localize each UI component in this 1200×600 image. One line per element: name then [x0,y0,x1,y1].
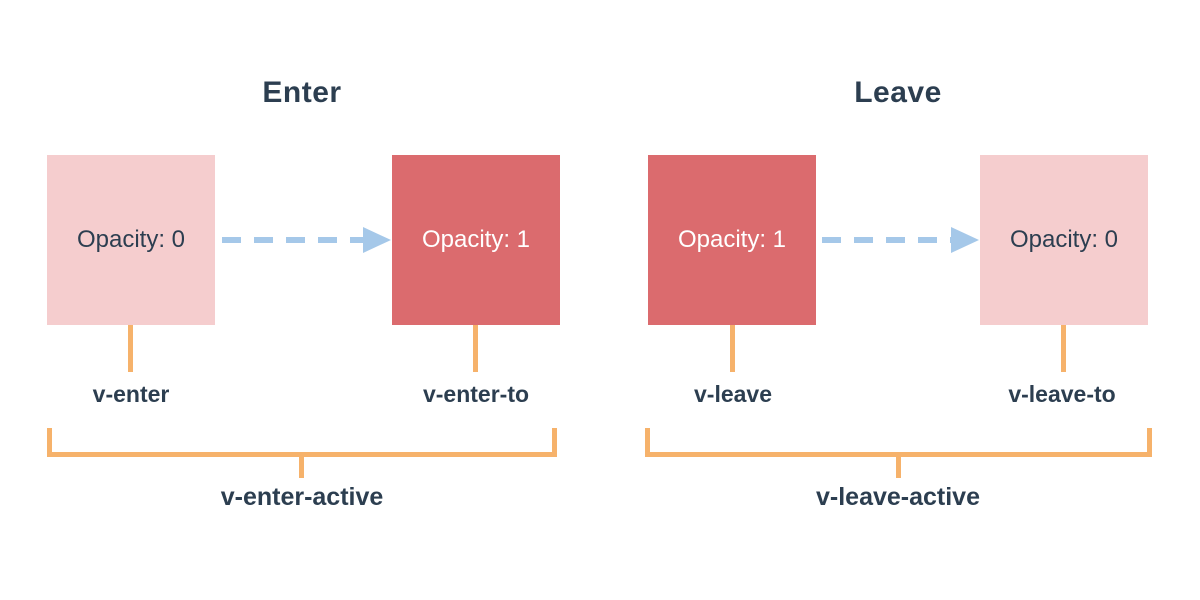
leave-to-box-label: Opacity: 0 [1009,226,1119,253]
leave-from-box: Opacity: 1 [648,155,816,325]
leave-active-bracket [645,428,1152,457]
leave-active-class-label: v-leave-active [815,483,981,511]
enter-section-title: Enter [262,76,342,109]
leave-section-title: Leave [854,76,942,109]
leave-to-box: Opacity: 0 [980,155,1148,325]
enter-to-box: Opacity: 1 [392,155,560,325]
enter-active-bracket-stem [299,457,304,478]
enter-to-class-label: v-enter-to [422,381,530,407]
leave-from-class-label: v-leave [693,381,773,407]
enter-from-box-label: Opacity: 0 [76,226,186,253]
enter-to-connector-line [473,325,478,372]
leave-transition-arrow-head-icon [951,227,979,253]
leave-transition-arrow-dash [822,237,951,243]
leave-active-bracket-stem [896,457,901,478]
leave-to-connector-line [1061,325,1066,372]
enter-from-connector-line [128,325,133,372]
enter-active-class-label: v-enter-active [220,483,384,511]
leave-from-connector-line [730,325,735,372]
leave-to-class-label: v-leave-to [1008,381,1116,407]
enter-active-bracket [47,428,557,457]
enter-from-class-label: v-enter [92,381,170,407]
leave-from-box-label: Opacity: 1 [677,226,787,253]
enter-transition-arrow-dash [222,237,363,243]
enter-from-box: Opacity: 0 [47,155,215,325]
enter-transition-arrow-head-icon [363,227,391,253]
enter-to-box-label: Opacity: 1 [421,226,531,253]
